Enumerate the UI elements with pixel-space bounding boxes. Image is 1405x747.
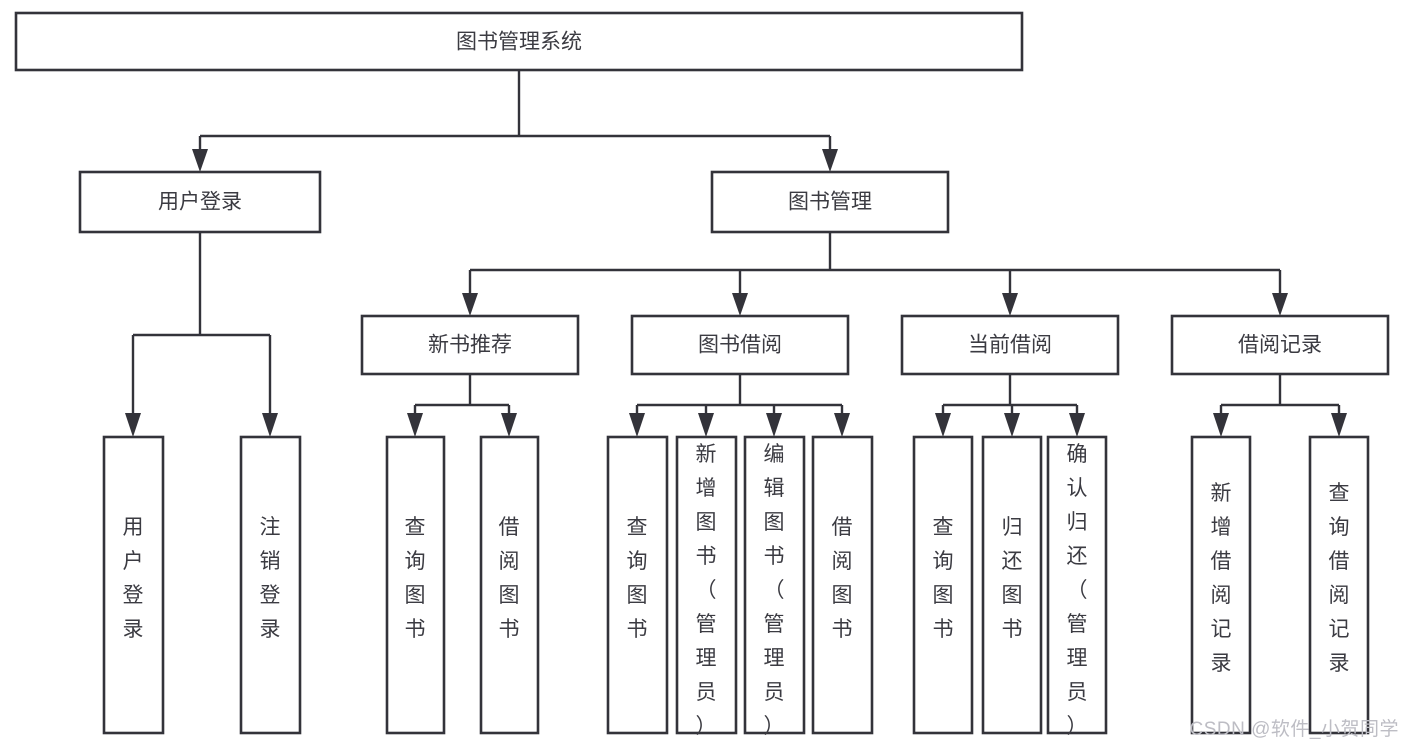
- node-borrow-record-box[interactable]: [1170, 314, 1390, 376]
- node-new-book-recommend[interactable]: 新书推荐: [360, 314, 580, 376]
- node-leaf-query-book-borrow-label: 查询图书: [627, 516, 648, 641]
- node-leaf-query-book-current[interactable]: 查询图书: [912, 435, 974, 735]
- node-leaf-borrow-book-rec-label: 借阅图书: [499, 516, 520, 641]
- node-leaf-query-book-rec-label: 查询图书: [405, 516, 426, 641]
- node-leaf-add-borrow-record-box[interactable]: [1190, 435, 1252, 735]
- arrow-head-leaf-query-book-rec: [407, 413, 423, 437]
- node-leaf-query-borrow-record[interactable]: 查询借阅记录: [1308, 435, 1370, 735]
- node-book-manage-box[interactable]: [710, 170, 950, 234]
- node-current-borrow-label: 当前借阅: [968, 334, 1052, 357]
- node-current-borrow-box[interactable]: [900, 314, 1120, 376]
- arrow-head-leaf-query-book-current: [935, 413, 951, 437]
- node-book-manage-label: 图书管理: [788, 191, 872, 214]
- node-user-login-label: 用户登录: [158, 191, 242, 214]
- node-leaf-query-book-rec[interactable]: 查询图书: [385, 435, 446, 735]
- arrow-head-new-book-recommend: [462, 293, 478, 316]
- node-leaf-return-book[interactable]: 归还图书: [981, 435, 1043, 735]
- node-leaf-return-book-box[interactable]: [981, 435, 1043, 735]
- arrow-head-current-borrow: [1002, 293, 1018, 316]
- node-leaf-edit-book-admin-label: 编辑图书（管理员）: [764, 443, 785, 738]
- node-layer: 图书管理系统 用户登录 图书管理 新书推荐 图书借阅: [14, 11, 1390, 738]
- node-new-book-recommend-box[interactable]: [360, 314, 580, 376]
- node-leaf-confirm-return-admin-box[interactable]: [1046, 435, 1108, 735]
- node-leaf-query-book-borrow-box[interactable]: [606, 435, 669, 735]
- arrow-head-leaf-add-book-admin: [698, 413, 714, 437]
- node-current-borrow[interactable]: 当前借阅: [900, 314, 1120, 376]
- node-leaf-edit-book-admin-box[interactable]: [743, 435, 806, 735]
- node-new-book-recommend-label: 新书推荐: [428, 334, 512, 357]
- arrow-head-user-login: [192, 149, 208, 172]
- node-leaf-user-login-label: 用户登录: [123, 516, 144, 641]
- node-leaf-return-book-label: 归还图书: [1002, 516, 1023, 641]
- node-book-borrow-box[interactable]: [630, 314, 850, 376]
- arrow-head-book-borrow: [732, 293, 748, 316]
- arrow-head-leaf-confirm-return-admin: [1069, 413, 1085, 437]
- node-leaf-logout[interactable]: 注销登录: [239, 435, 302, 735]
- node-leaf-user-login[interactable]: 用户登录: [102, 435, 165, 735]
- node-leaf-add-borrow-record-label: 新增借阅记录: [1211, 482, 1232, 675]
- node-leaf-logout-label: 注销登录: [260, 516, 281, 641]
- arrow-head-borrow-record: [1272, 293, 1288, 316]
- arrow-head-leaf-query-book-borrow: [629, 413, 645, 437]
- node-user-login[interactable]: 用户登录: [78, 170, 322, 234]
- node-user-login-box[interactable]: [78, 170, 322, 234]
- arrow-head-leaf-add-borrow-record: [1213, 413, 1229, 437]
- node-leaf-borrow-book-box[interactable]: [811, 435, 874, 735]
- node-root[interactable]: 图书管理系统: [14, 11, 1024, 72]
- arrow-head-book-manage: [822, 149, 838, 172]
- arrow-head-leaf-user-login: [125, 413, 141, 437]
- node-root-label: 图书管理系统: [456, 31, 582, 54]
- node-book-borrow-label: 图书借阅: [698, 334, 782, 357]
- arrow-head-leaf-logout: [262, 413, 278, 437]
- arrow-head-leaf-return-book: [1004, 413, 1020, 437]
- node-leaf-query-book-borrow[interactable]: 查询图书: [606, 435, 669, 735]
- arrow-head-leaf-edit-book-admin: [766, 413, 782, 437]
- node-leaf-borrow-book-rec-box[interactable]: [479, 435, 540, 735]
- node-book-borrow[interactable]: 图书借阅: [630, 314, 850, 376]
- node-leaf-query-borrow-record-box[interactable]: [1308, 435, 1370, 735]
- node-leaf-add-book-admin-label: 新增图书（管理员）: [696, 443, 717, 738]
- node-leaf-borrow-book-label: 借阅图书: [832, 516, 853, 641]
- node-leaf-query-book-current-label: 查询图书: [933, 516, 954, 641]
- node-leaf-query-borrow-record-label: 查询借阅记录: [1329, 482, 1350, 675]
- node-leaf-add-book-admin[interactable]: 新增图书（管理员）: [675, 435, 738, 738]
- arrow-head-leaf-borrow-book-rec: [501, 413, 517, 437]
- node-leaf-add-book-admin-box[interactable]: [675, 435, 738, 735]
- node-root-box[interactable]: [14, 11, 1024, 72]
- arrow-head-leaf-borrow-book: [834, 413, 850, 437]
- node-leaf-logout-box[interactable]: [239, 435, 302, 735]
- node-leaf-borrow-book-rec[interactable]: 借阅图书: [479, 435, 540, 735]
- node-leaf-query-book-current-box[interactable]: [912, 435, 974, 735]
- node-borrow-record-label: 借阅记录: [1238, 334, 1322, 357]
- node-leaf-query-book-rec-box[interactable]: [385, 435, 446, 735]
- arrow-head-leaf-query-borrow-record: [1331, 413, 1347, 437]
- node-borrow-record[interactable]: 借阅记录: [1170, 314, 1390, 376]
- node-leaf-add-borrow-record[interactable]: 新增借阅记录: [1190, 435, 1252, 735]
- node-leaf-edit-book-admin[interactable]: 编辑图书（管理员）: [743, 435, 806, 738]
- csdn-watermark: CSDN @软件_小贺同学: [1189, 719, 1399, 740]
- node-leaf-borrow-book[interactable]: 借阅图书: [811, 435, 874, 735]
- node-book-manage[interactable]: 图书管理: [710, 170, 950, 234]
- node-leaf-confirm-return-admin[interactable]: 确认归还（管理员）: [1046, 435, 1108, 738]
- node-leaf-user-login-box[interactable]: [102, 435, 165, 735]
- node-leaf-confirm-return-admin-label: 确认归还（管理员）: [1067, 443, 1088, 738]
- connector-layer: [125, 70, 1347, 437]
